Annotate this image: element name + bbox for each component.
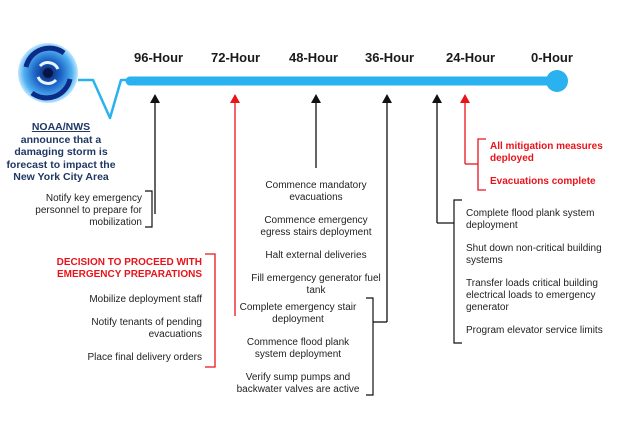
- hour48-list: Commence mandatory evacuations Commence …: [248, 180, 384, 308]
- bracket-72: [205, 253, 216, 368]
- list-item: All mitigation measures deployed: [490, 141, 603, 164]
- list-item: Program elevator service limits: [466, 325, 603, 336]
- arrow-48: [311, 94, 321, 168]
- list-item: Commence emergency egress stairs deploym…: [260, 215, 372, 238]
- hour-label: 48-Hour: [289, 50, 339, 65]
- list-item: Commence mandatory evacuations: [265, 180, 367, 203]
- arrow-12: [460, 94, 478, 165]
- storm-text: announce that a damaging storm is foreca…: [6, 133, 116, 184]
- list-item: Mobilize deployment staff: [89, 294, 202, 305]
- hour72-heading: DECISION TO PROCEED WITH EMERGENCY PREPA…: [56, 257, 202, 280]
- arrow-24: [432, 94, 454, 224]
- hour-label: 36-Hour: [365, 50, 415, 65]
- hour-label: 0-Hour: [531, 50, 573, 65]
- list-item: Fill emergency generator fuel tank: [251, 273, 381, 296]
- list-item: Place final delivery orders: [87, 352, 203, 363]
- list-item: Verify sump pumps and backwater valves a…: [236, 372, 360, 395]
- hour-label: 96-Hour: [134, 50, 184, 65]
- bracket-12: [477, 138, 486, 191]
- storm-org: NOAA/NWS: [31, 121, 91, 133]
- arrow-36: [373, 94, 392, 323]
- hour72-list: Mobilize deployment staff Notify tenants…: [64, 294, 203, 375]
- timeline-line: [78, 70, 568, 120]
- hour24-list: Complete flood plank system deployment S…: [466, 208, 614, 348]
- list-item: Complete emergency stair deployment: [239, 302, 357, 325]
- hour96-action: Notify key emergency personnel to prepar…: [35, 193, 142, 228]
- bracket-36: [366, 297, 374, 396]
- storm-announcement: NOAA/NWS announce that a damaging storm …: [2, 121, 120, 184]
- list-item: Complete flood plank system deployment: [466, 208, 595, 231]
- hour36-list: Complete emergency stair deployment Comm…: [232, 302, 364, 407]
- hour-label: 24-Hour: [446, 50, 496, 65]
- list-item: Notify tenants of pending evacuations: [91, 317, 202, 340]
- hour12-list: All mitigation measures deployed Evacuat…: [490, 141, 616, 199]
- list-item: Commence flood plank system deployment: [246, 337, 350, 360]
- bracket-24: [453, 199, 462, 344]
- bracket-96: [145, 190, 153, 228]
- list-item: Transfer loads critical building electri…: [466, 278, 598, 313]
- list-item: Evacuations complete: [490, 176, 596, 187]
- hour-label: 72-Hour: [211, 50, 261, 65]
- arrow-96: [150, 94, 160, 214]
- arrow-72: [230, 94, 240, 316]
- list-item: Shut down non-critical building systems: [466, 243, 602, 266]
- list-item: Halt external deliveries: [265, 250, 367, 261]
- hurricane-icon: [18, 43, 78, 103]
